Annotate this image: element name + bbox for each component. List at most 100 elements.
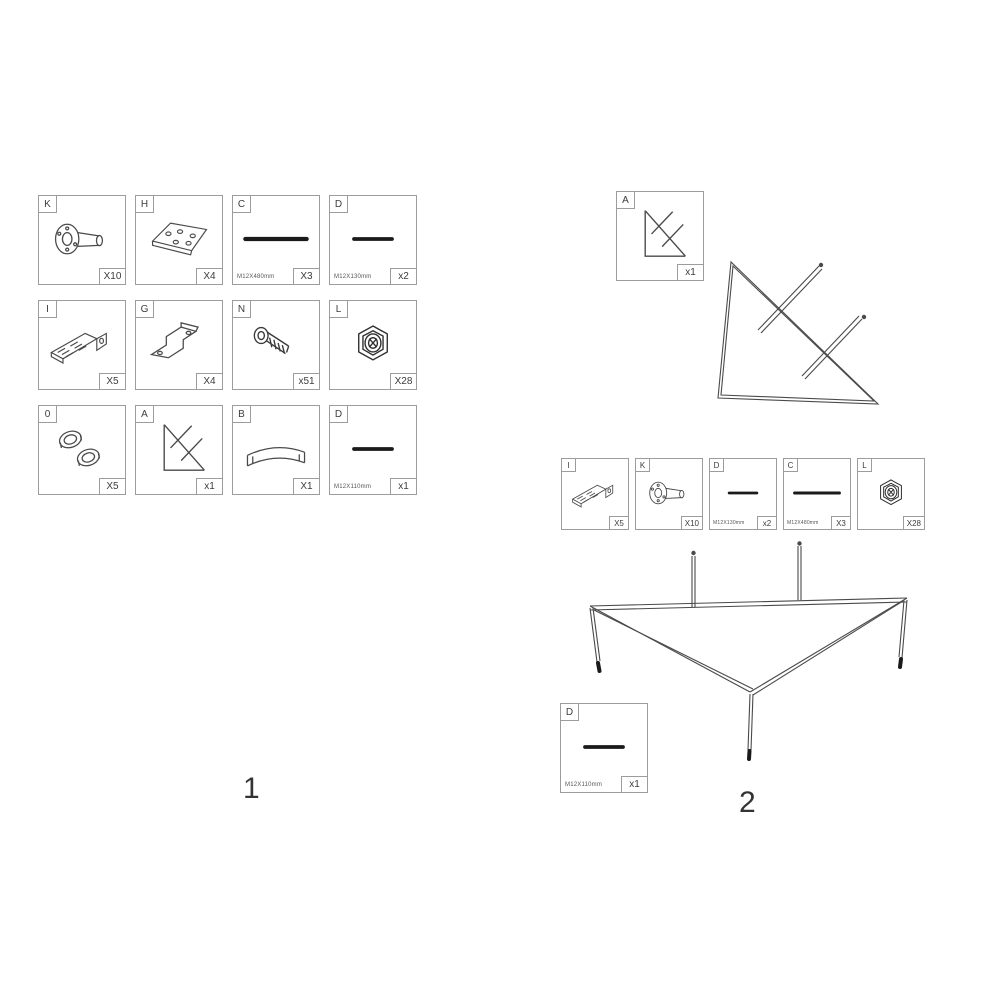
slotted-bracket-icon xyxy=(50,332,107,365)
part-box-A: A x1 xyxy=(135,405,223,495)
part-dimension-label: M12X130mm xyxy=(713,520,745,526)
part-icon xyxy=(858,459,924,529)
part-qty-label: X4 xyxy=(196,268,222,284)
part-box-D: D M12X110mm x1 xyxy=(560,703,648,793)
part-qty-label: x1 xyxy=(390,478,416,494)
short-rod-icon xyxy=(727,491,759,495)
leg-feet xyxy=(596,657,903,761)
part-icon xyxy=(330,406,416,494)
part-icon xyxy=(39,406,125,494)
part-qty-label: X3 xyxy=(831,516,850,529)
part-icon xyxy=(39,196,125,284)
part-qty-label: x1 xyxy=(621,776,647,792)
part-icon xyxy=(39,301,125,389)
short-rod-icon xyxy=(352,237,394,241)
part-id-label: I xyxy=(562,459,576,472)
triangle-frame-icon xyxy=(163,424,205,471)
part-box-D: D M12X130mm x2 xyxy=(329,195,417,285)
part-icon xyxy=(233,196,319,284)
part-icon xyxy=(784,459,850,529)
part-id-label: K xyxy=(39,196,57,213)
part-qty-label: x1 xyxy=(677,264,703,280)
part-qty-label: X3 xyxy=(293,268,319,284)
step-2-frame-part-slot: A x1 xyxy=(616,191,704,281)
part-icon xyxy=(636,459,702,529)
flange-bolt-icon xyxy=(54,223,104,255)
part-box-K: K X10 xyxy=(38,195,126,285)
part-id-label: L xyxy=(330,301,348,318)
part-qty-label: x2 xyxy=(390,268,416,284)
part-box-I: I X5 xyxy=(561,458,629,530)
nut-icon xyxy=(358,325,388,361)
part-id-label: L xyxy=(858,459,872,472)
part-box-C: C M12X480mm X3 xyxy=(232,195,320,285)
part-id-label: C xyxy=(784,459,798,472)
part-id-label: D xyxy=(330,406,348,423)
part-dimension-label: M12X480mm xyxy=(787,520,819,526)
part-id-label: B xyxy=(233,406,251,423)
part-dimension-label: M12X480mm xyxy=(237,274,275,280)
rod-tip-dot xyxy=(818,262,824,268)
part-qty-label: X5 xyxy=(99,373,125,389)
part-box-I: I X5 xyxy=(38,300,126,390)
nut-icon xyxy=(880,479,902,506)
part-box-L: L X28 xyxy=(329,300,417,390)
part-qty-label: x1 xyxy=(196,478,222,494)
step2-base-assembly-drawing xyxy=(589,541,908,761)
part-id-label: D xyxy=(710,459,724,472)
curved-plate-icon xyxy=(246,447,306,467)
triangle-frame-icon xyxy=(644,210,686,257)
part-dimension-label: M12X130mm xyxy=(334,274,372,280)
part-box-D: D M12X110mm x1 xyxy=(329,405,417,495)
part-box-G: G X4 xyxy=(135,300,223,390)
part-icon xyxy=(561,704,647,792)
part-qty-label: X1 xyxy=(293,478,319,494)
short-rod-icon xyxy=(352,447,394,451)
part-icon xyxy=(562,459,628,529)
part-icon xyxy=(617,192,703,280)
part-id-label: A xyxy=(136,406,154,423)
step-2-bottom-part-slot: D M12X110mm x1 xyxy=(560,703,648,793)
rod-tip-dot xyxy=(691,550,696,556)
part-qty-label: X10 xyxy=(99,268,125,284)
washer-pair-icon xyxy=(58,430,101,467)
part-box-D: D M12X130mm x2 xyxy=(709,458,777,530)
plate-bracket-icon xyxy=(151,222,208,256)
part-qty-label: X10 xyxy=(680,516,702,529)
part-icon xyxy=(710,459,776,529)
part-id-label: D xyxy=(561,704,579,721)
part-box-B: B X1 xyxy=(232,405,320,495)
short-rod-icon xyxy=(583,745,625,749)
part-qty-label: x2 xyxy=(757,516,776,529)
long-rod-icon xyxy=(243,236,309,242)
step-1-parts-grid: K X10 H X4 C M12X480mm X3 D M12X130mm x2… xyxy=(38,195,417,495)
part-id-label: G xyxy=(136,301,154,318)
part-id-label: A xyxy=(617,192,635,209)
part-icon xyxy=(233,301,319,389)
slotted-bracket-icon xyxy=(571,484,614,508)
part-box-0: 0 X5 xyxy=(38,405,126,495)
screw-icon xyxy=(253,326,290,355)
part-icon xyxy=(136,406,222,494)
part-icon xyxy=(330,196,416,284)
part-id-label: N xyxy=(233,301,251,318)
flange-bolt-icon xyxy=(649,481,685,505)
part-dimension-label: M12X110mm xyxy=(334,484,372,490)
part-id-label: I xyxy=(39,301,57,318)
z-bracket-icon xyxy=(149,322,199,359)
step-1-number: 1 xyxy=(243,772,260,805)
part-box-K: K X10 xyxy=(635,458,703,530)
part-qty-label: X5 xyxy=(99,478,125,494)
part-id-label: C xyxy=(233,196,251,213)
step2-frame-assembly-drawing xyxy=(717,260,880,405)
part-box-L: L X28 xyxy=(857,458,925,530)
part-box-A: A x1 xyxy=(616,191,704,281)
rod-tip-dot xyxy=(861,314,867,320)
part-icon xyxy=(233,406,319,494)
part-id-label: D xyxy=(330,196,348,213)
step-2-number: 2 xyxy=(739,786,756,819)
part-dimension-label: M12X110mm xyxy=(565,782,603,788)
part-qty-label: X28 xyxy=(902,516,924,529)
rod-tip-dot xyxy=(797,541,802,546)
part-box-H: H X4 xyxy=(135,195,223,285)
